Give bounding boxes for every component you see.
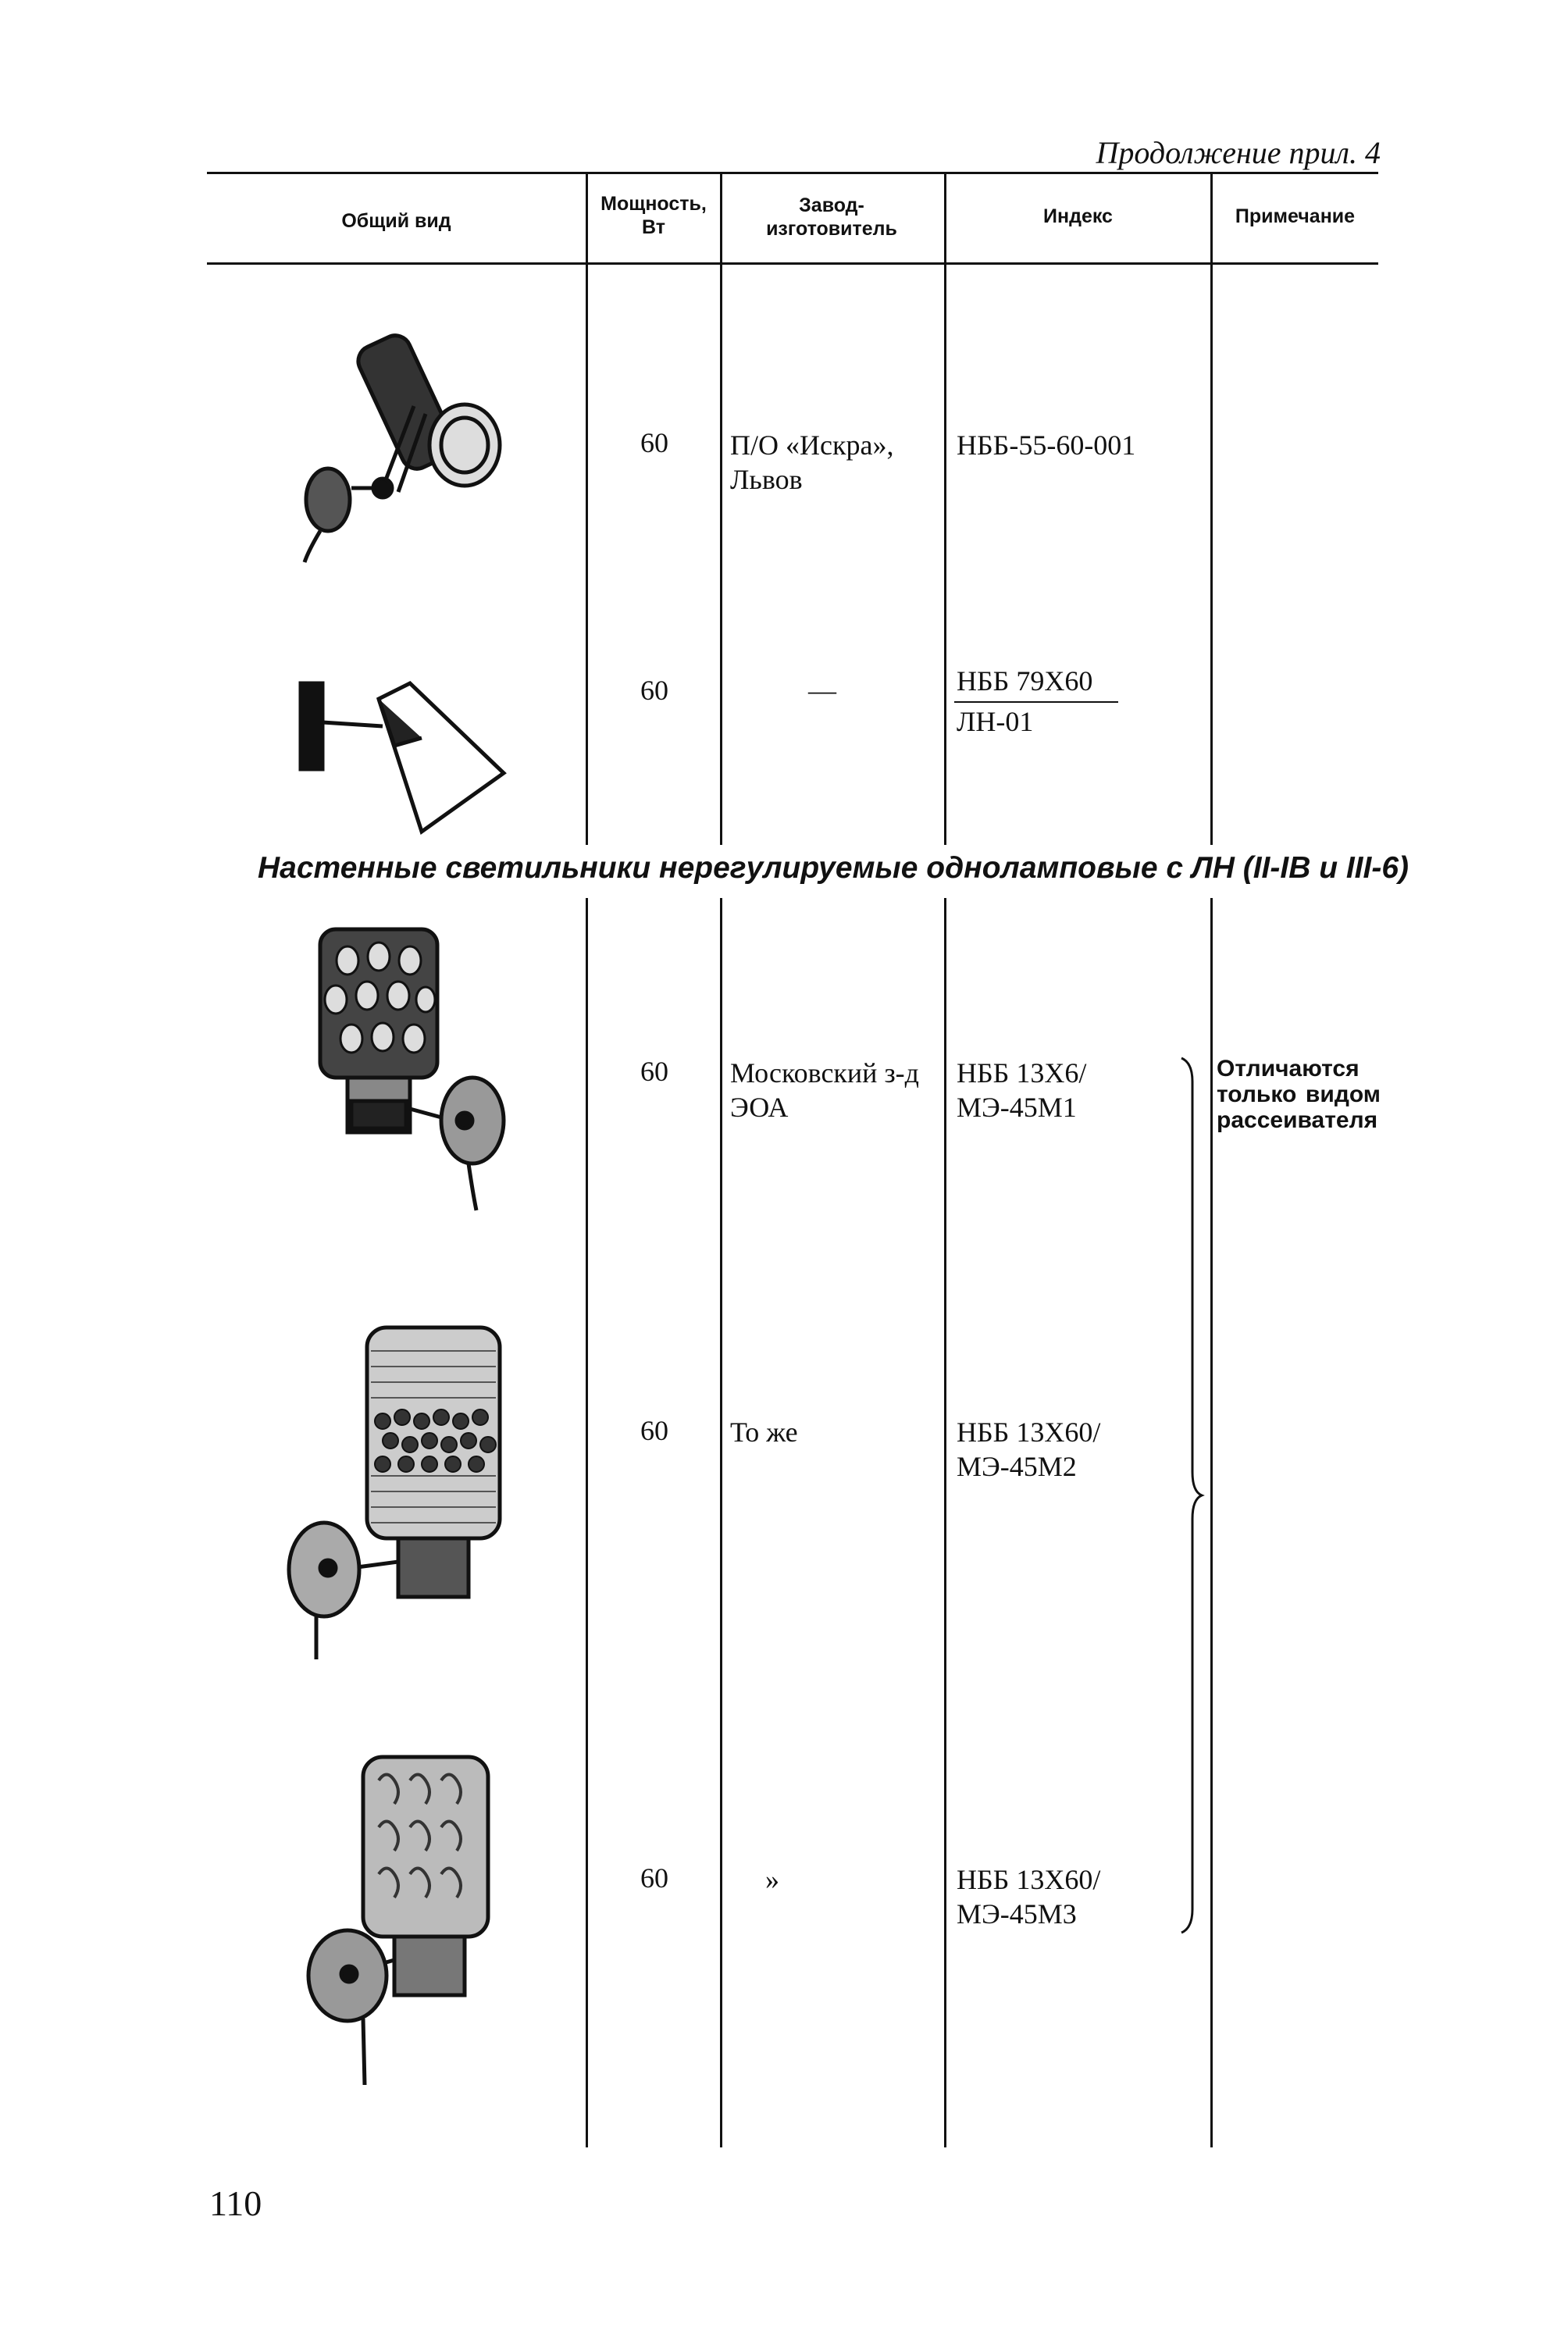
col-sep-3-lower — [944, 898, 946, 2147]
group-note: Отличаются только видом рассеивателя — [1217, 1056, 1381, 1133]
row3-index: НББ 13Х6/МЭ-45М1 — [957, 1057, 1087, 1123]
row5-manufacturer: » — [765, 1864, 779, 1895]
row3-power: 60 — [640, 1056, 668, 1087]
row1-index: НББ-55-60-001 — [957, 429, 1136, 461]
patterned-glass-sconce-icon — [306, 1755, 490, 2086]
row5-index: НББ 13Х60/МЭ-45М3 — [957, 1864, 1101, 1930]
group-brace — [1181, 1057, 1205, 1934]
row2-manufacturer: — — [808, 675, 836, 706]
row2-index-denominator: ЛН-01 — [957, 706, 1034, 737]
header-power: Мощность, Вт — [600, 193, 707, 238]
beaded-glass-sconce-icon — [287, 1325, 502, 1659]
header-note: Примечание — [1235, 205, 1356, 227]
row4-manufacturer: То же — [730, 1417, 798, 1448]
col-sep-2-lower — [720, 898, 722, 2147]
col-sep-4-lower — [1210, 898, 1213, 2147]
header-general-view: Общий вид — [341, 210, 451, 232]
col-sep-1-lower — [586, 898, 588, 2147]
table-header-rule — [207, 262, 1378, 265]
dotted-glass-sconce-icon — [318, 927, 506, 1211]
row1-power: 60 — [640, 427, 668, 458]
row4-index: НББ 13Х60/МЭ-45М2 — [957, 1417, 1101, 1482]
wall-spotlight-icon — [302, 333, 502, 563]
col-sep-4-upper — [1210, 173, 1213, 845]
col-sep-2-upper — [720, 173, 722, 845]
row3-manufacturer: Московский з-д ЭОА — [730, 1057, 919, 1123]
table-top-rule — [207, 172, 1378, 174]
row2-index-numerator: НББ 79Х60 — [957, 665, 1093, 697]
header-index: Индекс — [1043, 205, 1113, 227]
section-title: Настенные светильники нерегулируемые одн… — [258, 851, 1409, 885]
cone-wall-lamp-icon — [298, 680, 507, 836]
row2-index-fraction-line — [954, 701, 1118, 703]
row5-power: 60 — [640, 1862, 668, 1894]
col-sep-3-upper — [944, 173, 946, 845]
row4-power: 60 — [640, 1415, 668, 1446]
row2-power: 60 — [640, 675, 668, 706]
row1-manufacturer: П/О «Искра», Львов — [730, 429, 894, 495]
header-manufacturer: Завод-изготовитель — [766, 194, 897, 240]
col-sep-1-upper — [586, 173, 588, 845]
continuation-label: Продолжение прил. 4 — [1096, 135, 1381, 170]
page-number: 110 — [209, 2183, 262, 2223]
